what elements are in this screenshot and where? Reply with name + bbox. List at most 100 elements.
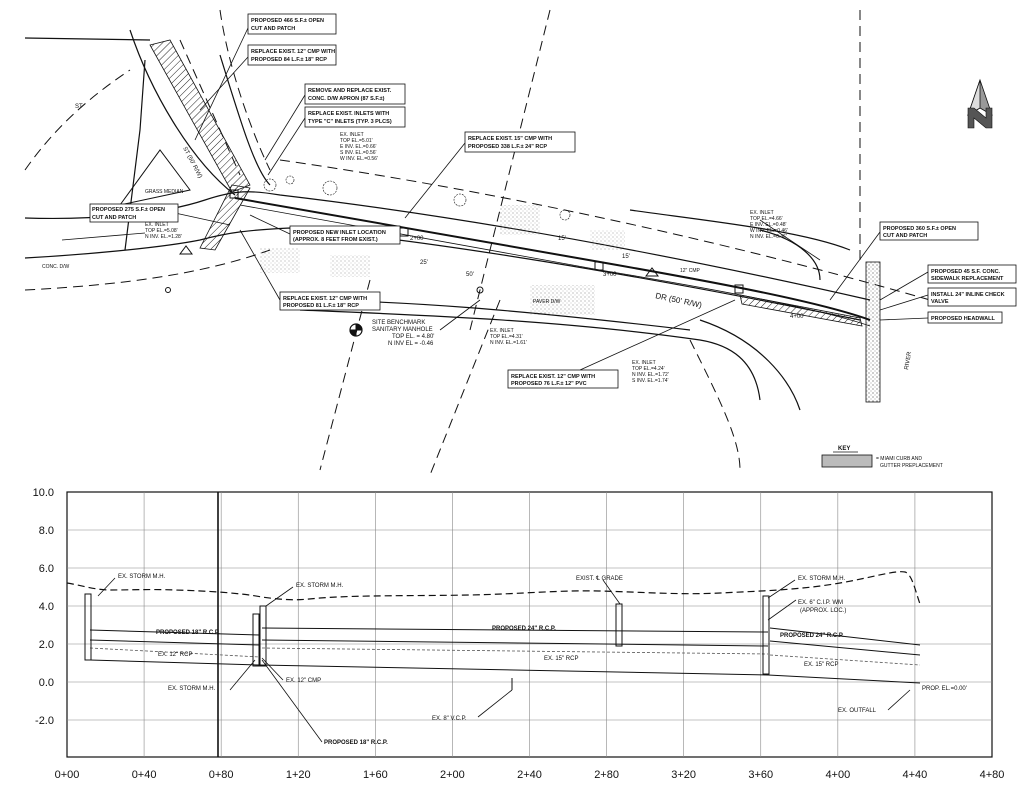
inlet-note-line: W INV. EL.=0.46' xyxy=(750,228,788,234)
callout-c11: INSTALL 24" INLINE CHECK VALVE xyxy=(931,292,1005,305)
proposed-18-rcp-pipe xyxy=(89,629,261,646)
callout-c8: REPLACE EXIST. 12" CMP WITH PROPOSED 81 … xyxy=(283,296,367,309)
inlet-note-4: EX. INLET TOP EL.=4.66' E INV. EL.=0.48'… xyxy=(750,210,788,240)
label-ex-12-rcp: EX. 12" RCP xyxy=(158,652,192,658)
y-tick-label: 10.0 xyxy=(33,487,54,499)
inlet-note-line: N INV. EL.=1.72' xyxy=(632,372,669,378)
x-tick-label: 3+60 xyxy=(748,769,773,781)
x-tick-label: 0+40 xyxy=(132,769,157,781)
inlet-note-line: S INV. EL.=1.74' xyxy=(632,378,669,384)
open-cut-patch-1 xyxy=(149,39,251,193)
callout-text: REMOVE AND REPLACE EXIST. xyxy=(308,88,392,94)
callout-text: SIDEWALK REPLACEMENT xyxy=(931,276,1004,282)
label-proposed-24-b: PROPOSED 24" R.C.P. xyxy=(780,633,844,639)
x-tick-label: 1+20 xyxy=(286,769,311,781)
callout-c2: REPLACE EXIST. 12" CMP WITH PROPOSED 84 … xyxy=(251,49,335,63)
inlet-note-line: E INV. EL.=0.66' xyxy=(340,144,377,150)
storm-manhole-1 xyxy=(84,593,92,661)
callout-text: TYPE "C" INLETS (TYP. 3 PLCS) xyxy=(308,119,392,125)
x-tick-label: 2+40 xyxy=(517,769,542,781)
callout-text: REPLACE EXIST. 12" CMP WITH xyxy=(283,296,367,302)
station-300: 3+00 xyxy=(603,272,617,278)
callout-c5: REPLACE EXIST. 15" CMP WITH PROPOSED 338… xyxy=(468,136,552,150)
label-prop-el: PROP. EL.=0.00' xyxy=(922,686,967,692)
label-proposed-18-b: PROPOSED 18" R.C.P. xyxy=(324,740,388,746)
proposed-24-rcp-pipe-2 xyxy=(769,627,921,656)
callout-c4: REPLACE EXIST. INLETS WITH TYPE "C" INLE… xyxy=(308,111,392,125)
callout-text: CUT AND PATCH xyxy=(92,215,136,221)
label-ex-outfall: EX. OUTFALL xyxy=(838,708,877,714)
key-item-line: GUTTER PREPLACEMENT xyxy=(880,463,943,469)
x-tick-label: 1+60 xyxy=(363,769,388,781)
benchmark-note: SITE BENCHMARK SANITARY MANHOLE TOP EL. … xyxy=(372,320,434,347)
inlet-note-line: S INV. EL.=0.56' xyxy=(340,150,377,156)
y-tick-label: 6.0 xyxy=(39,563,54,575)
profile-y-ticks: 10.08.06.04.02.00.0-2.0 xyxy=(33,487,54,727)
y-tick-label: 4.0 xyxy=(39,601,54,613)
x-tick-label: 0+00 xyxy=(55,769,80,781)
plan-labels: PROPOSED 466 S.F.± OPEN CUT AND PATCH RE… xyxy=(42,18,1005,469)
x-tick-label: 2+00 xyxy=(440,769,465,781)
river-label: RIVER xyxy=(904,351,913,371)
inlet-note-5: EX. INLET TOP EL.=4.24' N INV. EL.=1.72'… xyxy=(632,360,669,384)
storm-pipe-main xyxy=(234,197,871,321)
callout-text: PROPOSED 76 L.F.± 12" PVC xyxy=(511,381,587,387)
callout-text: REPLACE EXIST. 12" CMP WITH xyxy=(251,49,335,55)
grass-median-label: GRASS MEDIAN xyxy=(145,189,184,195)
label-ex-vcp: EX. 8" V.C.P. xyxy=(432,716,467,722)
callout-c3: REMOVE AND REPLACE EXIST. CONC. D/W APRO… xyxy=(308,88,392,102)
inlet-note-line: TOP EL.=5.01' xyxy=(340,138,373,144)
grass-median xyxy=(118,149,191,206)
storm-manhole-4 xyxy=(762,595,770,675)
label-ex-15-rcp-a: EX. 15" RCP xyxy=(544,656,578,662)
inlet-note-line: EX. INLET xyxy=(490,328,514,334)
open-cut-patch-2 xyxy=(199,184,251,251)
x-tick-label: 0+80 xyxy=(209,769,234,781)
callout-text: PROPOSED 466 S.F.± OPEN xyxy=(251,18,324,24)
label-storm-mh-1: EX. STORM M.H. xyxy=(118,574,166,580)
profile-leaders xyxy=(97,577,911,743)
street-row-label: ST (50' R/W) xyxy=(181,146,202,179)
station-400: 4+00 xyxy=(790,314,804,320)
conc-dw-3 xyxy=(590,230,625,250)
dim-25: 25' xyxy=(420,260,428,266)
callout-text: REPLACE EXIST. INLETS WITH xyxy=(308,111,389,117)
callout-text: VALVE xyxy=(931,299,949,305)
survey-triangle-2 xyxy=(645,267,659,277)
y-tick-label: -2.0 xyxy=(35,715,54,727)
conc-dw-1 xyxy=(260,248,300,273)
proposed-24-rcp-pipe xyxy=(261,627,769,647)
inlet-note-line: W INV. EL.=0.56' xyxy=(340,156,378,162)
callout-text: PROPOSED 84 L.F.± 18" RCP xyxy=(251,57,327,63)
storm-pipe-parallel xyxy=(239,204,871,327)
label-storm-mh-2: EX. STORM M.H. xyxy=(296,583,344,589)
paver-dw-label: PAVER D/W xyxy=(533,299,561,305)
label-storm-mh-4: EX. STORM M.H. xyxy=(798,576,846,582)
label-proposed-18: PROPOSED 18" R.C.P. xyxy=(156,630,220,636)
north-arrow-icon xyxy=(967,78,993,129)
key-item-line: = MIAMI CURB AND xyxy=(876,456,922,462)
label-ex-15-rcp-b: EX. 15" RCP xyxy=(804,662,838,668)
inlet-note-line: N INV. EL.=0.46' xyxy=(750,234,787,240)
callout-text: CUT AND PATCH xyxy=(883,233,927,239)
leader-lines xyxy=(61,27,929,371)
benchmark-symbol xyxy=(349,323,363,337)
x-tick-label: 3+20 xyxy=(671,769,696,781)
key-title: KEY xyxy=(838,446,850,452)
x-tick-label: 4+40 xyxy=(903,769,928,781)
label-proposed-24-a: PROPOSED 24" R.C.P. xyxy=(492,626,556,632)
label-exist-grade: EXIST. ℄ GRADE xyxy=(576,576,623,582)
conc-dw-2 xyxy=(330,255,370,277)
label-cip-wm-2: (APPROX. LOC.) xyxy=(800,608,846,614)
profile-grid xyxy=(67,492,992,757)
conc-dw-label: CONC. D/W xyxy=(42,264,70,270)
street-label: ST xyxy=(75,104,83,110)
dim-15-b: 15' xyxy=(622,254,630,260)
x-tick-label: 4+80 xyxy=(980,769,1005,781)
cmp-label: 12" CMP xyxy=(680,268,701,274)
callout-text: PROPOSED NEW INLET LOCATION xyxy=(293,230,386,236)
inlet-note-line: TOP EL.=4.66' xyxy=(750,216,783,222)
